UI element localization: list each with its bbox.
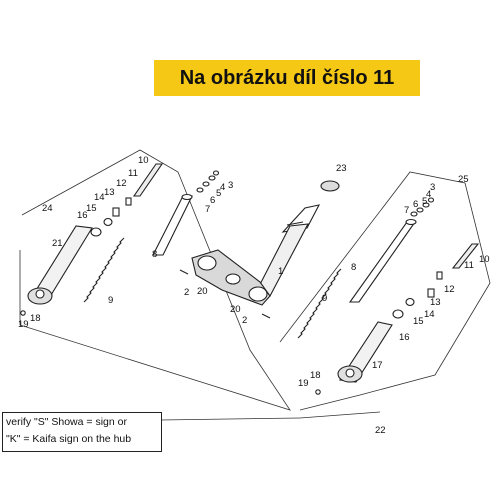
label-left-21: 21 [52,238,63,249]
label-right-25: 25 [458,174,469,185]
verification-note: verify "S" Showa = sign or "K" = Kaifa s… [2,412,162,452]
label-left-10: 10 [138,155,149,166]
label-left-18: 18 [30,313,41,324]
label-left-15: 15 [86,203,97,214]
label-left-12: 12 [116,178,127,189]
label-left-7: 7 [205,204,210,215]
label-right-9: 9 [322,293,327,304]
label-23: 23 [336,163,347,174]
banner-text: Na obrázku díl číslo 11 [179,66,395,89]
label-right-15: 15 [413,316,424,327]
triple-clamp [191,249,271,306]
label-left-14: 14 [94,192,105,203]
label-right-4: 4 [426,189,431,200]
label-left-24: 24 [42,203,53,214]
bottom-leader-left [159,417,301,421]
label-right-18: 18 [310,370,321,381]
label-left-6: 6 [210,195,215,206]
label-20-lower: 20 [230,304,241,315]
label-right-19: 19 [298,378,309,389]
part-number-banner: Na obrázku díl číslo 11 [154,60,420,96]
label-right-11: 11 [464,260,474,271]
label-20-upper: 20 [197,286,208,297]
label-right-10: 10 [479,254,490,265]
label-right-12: 12 [444,284,455,295]
right-screw-19 [315,389,321,395]
left-fork-spring-9 [83,237,125,303]
label-right-16: 16 [399,332,410,343]
label-left-4: 4 [220,182,225,193]
bolt-2-upper [179,269,189,275]
right-fork-slider-17 [337,321,393,383]
label-right-3: 3 [430,182,435,193]
label-right-6: 6 [413,199,418,210]
note-line-2: "K" = Kaifa sign on the hub [6,433,132,445]
note-line-1: verify "S" Showa = sign or [6,416,127,428]
right-fork-spring-9 [297,268,342,339]
left-screw-19 [20,310,26,316]
label-right-14: 14 [424,309,435,320]
bearing-23 [320,180,340,192]
label-2-lower: 2 [242,315,247,326]
label-22: 22 [375,425,386,436]
label-right-5: 5 [422,196,427,207]
left-fork-tube-8 [152,193,193,256]
label-left-11: 11 [128,168,138,179]
right-small-parts [392,197,443,319]
left-damper-rod-10 [132,163,164,197]
label-right-13: 13 [430,297,441,308]
label-right-8: 8 [351,262,356,273]
left-assembly-outline [19,149,291,411]
label-left-13: 13 [104,187,115,198]
left-fork-slider-21 [27,225,93,305]
left-small-parts [90,170,220,237]
right-fork-tube-8 [348,218,417,303]
label-left-19: 19 [18,319,29,330]
label-left-9: 9 [108,295,113,306]
label-1: 1 [278,266,283,277]
bolt-2-lower [261,313,271,319]
label-right-7: 7 [404,205,409,216]
steering-stem [250,204,321,301]
label-right-17: 17 [372,360,383,371]
label-left-8: 8 [152,249,157,260]
label-left-5: 5 [216,188,221,199]
bottom-leader-right [299,411,381,419]
right-damper-rod-10 [451,243,480,269]
label-left-3: 3 [228,180,233,191]
right-assembly-outline [279,171,491,411]
label-left-16: 16 [77,210,88,221]
label-2-upper: 2 [184,287,189,298]
